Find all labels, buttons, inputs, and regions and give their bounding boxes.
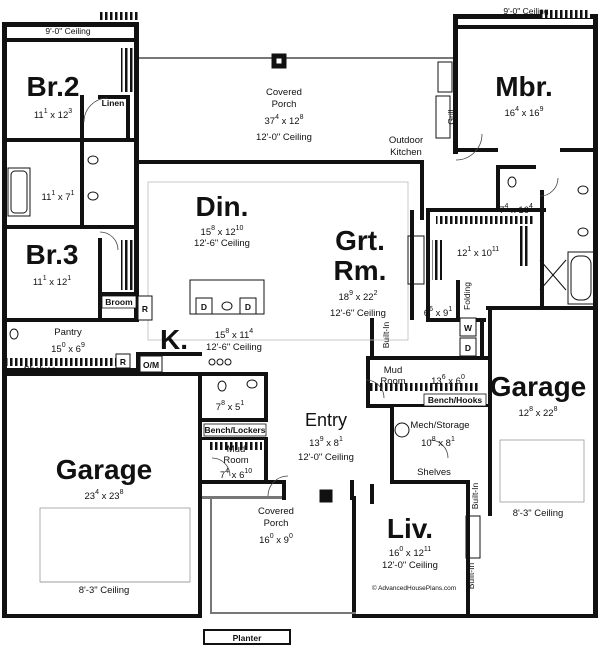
br2-name: Br.2 — [27, 71, 80, 102]
mud2-name2: Room — [380, 376, 405, 387]
credit-text: © AdvancedHousePlans.com — [372, 584, 456, 592]
grill-label: Grill — [446, 109, 456, 124]
pantry-size: 150 x 69 — [51, 342, 85, 355]
built-in-3-label: Built-In — [466, 563, 476, 590]
garage-right-size: 128 x 228 — [519, 406, 558, 419]
dishwasher-1-label: D — [201, 302, 207, 312]
br3-name: Br.3 — [26, 239, 79, 270]
br2-ceiling: 9'-0" Ceiling — [45, 26, 91, 36]
porch-front-size: 160 x 90 — [259, 533, 293, 546]
kitchen-name: K. — [160, 324, 188, 355]
powder-bath-size: 78 x 51 — [216, 400, 245, 413]
din-size: 158 x 1210 — [201, 225, 244, 238]
broom-label: Broom — [105, 297, 133, 307]
oven-microwave-label: O/M — [143, 360, 159, 370]
din-ceiling: 12'-6" Ceiling — [194, 238, 250, 249]
built-in-1-label: Built-In — [381, 322, 391, 349]
mbr-ceiling: 9'-0" Ceiling — [503, 6, 549, 16]
dishwasher-2-label: D — [245, 302, 251, 312]
din-name: Din. — [196, 191, 249, 222]
porch-top-size: 374 x 128 — [265, 114, 304, 127]
mud1-name: Mud — [227, 444, 245, 455]
porch-top-name2: Porch — [272, 99, 297, 110]
garage-right-ceiling: 8'-3" Ceiling — [513, 508, 564, 519]
mud1-size: 74 x 610 — [220, 468, 252, 481]
garage-left-ceiling: 8'-3" Ceiling — [79, 585, 130, 596]
mbr-name: Mbr. — [495, 71, 553, 102]
laundry-size: 66 x 91 — [424, 306, 453, 319]
garage-right-name: Garage — [490, 371, 587, 402]
mech-name: Mech/Storage — [410, 420, 469, 431]
br2-size: 111 x 123 — [34, 108, 72, 121]
mech-size: 108 x 81 — [421, 436, 455, 449]
mbath-size: 74 x 164 — [499, 203, 533, 216]
grt-size: 189 x 222 — [339, 290, 378, 303]
mcloset-size: 121 x 1011 — [457, 246, 499, 259]
door-swings — [83, 97, 559, 497]
shelves-1-label: Shelves — [24, 364, 56, 374]
mbr-size: 164 x 169 — [505, 106, 544, 119]
shelves-2-label: Shelves — [417, 467, 451, 478]
linen-label: Linen — [102, 98, 125, 108]
kitchen-ceiling: 12'-6" Ceiling — [206, 342, 262, 353]
entry-size: 139 x 81 — [309, 436, 343, 449]
liv-ceiling: 12'-0" Ceiling — [382, 560, 438, 571]
grt-name2: Rm. — [334, 255, 387, 286]
outdoor-kitchen-l2: Kitchen — [390, 147, 422, 158]
garage-left-size: 234 x 238 — [85, 489, 124, 502]
porch-front-name1: Covered — [258, 506, 294, 517]
entry-name: Entry — [305, 410, 347, 430]
mud2-name: Mud — [384, 365, 402, 376]
dryer-label: D — [465, 343, 471, 353]
bench-lockers-label: Bench/Lockers — [205, 425, 266, 435]
refrigerator-2-label: R — [120, 357, 126, 367]
pantry-name: Pantry — [54, 327, 82, 338]
room-labels: 9'-0" Ceiling Br.2 111 x 123 Linen Cover… — [24, 6, 587, 645]
closet-shelves — [6, 10, 590, 450]
porch-top-name1: Covered — [266, 87, 302, 98]
kitchen-size: 158 x 114 — [215, 328, 253, 341]
bath1-size: 111 x 71 — [41, 190, 74, 203]
planter-label: Planter — [233, 633, 263, 643]
mud2-size: 136 x 60 — [431, 374, 465, 387]
grt-name1: Grt. — [335, 225, 385, 256]
grt-ceiling: 12'-6" Ceiling — [330, 308, 386, 319]
bench-hooks-label: Bench/Hooks — [428, 395, 483, 405]
liv-name: Liv. — [387, 513, 433, 544]
porch-top-ceiling: 12'-0" Ceiling — [256, 132, 312, 143]
mud1-name2: Room — [223, 455, 248, 466]
outdoor-kitchen-l1: Outdoor — [389, 135, 423, 146]
br3-size: 111 x 121 — [33, 275, 71, 288]
folding-label: Folding — [462, 282, 472, 310]
walls — [2, 14, 598, 618]
built-in-2-label: Built-In — [470, 483, 480, 510]
refrigerator-1-label: R — [142, 304, 148, 314]
garage-left-name: Garage — [56, 454, 153, 485]
fixtures — [7, 53, 595, 559]
liv-size: 160 x 1211 — [389, 546, 431, 559]
entry-ceiling: 12'-0" Ceiling — [298, 452, 354, 463]
washer-label: W — [464, 323, 473, 333]
porch-front-name2: Porch — [264, 518, 289, 529]
garage-doors — [39, 439, 585, 583]
